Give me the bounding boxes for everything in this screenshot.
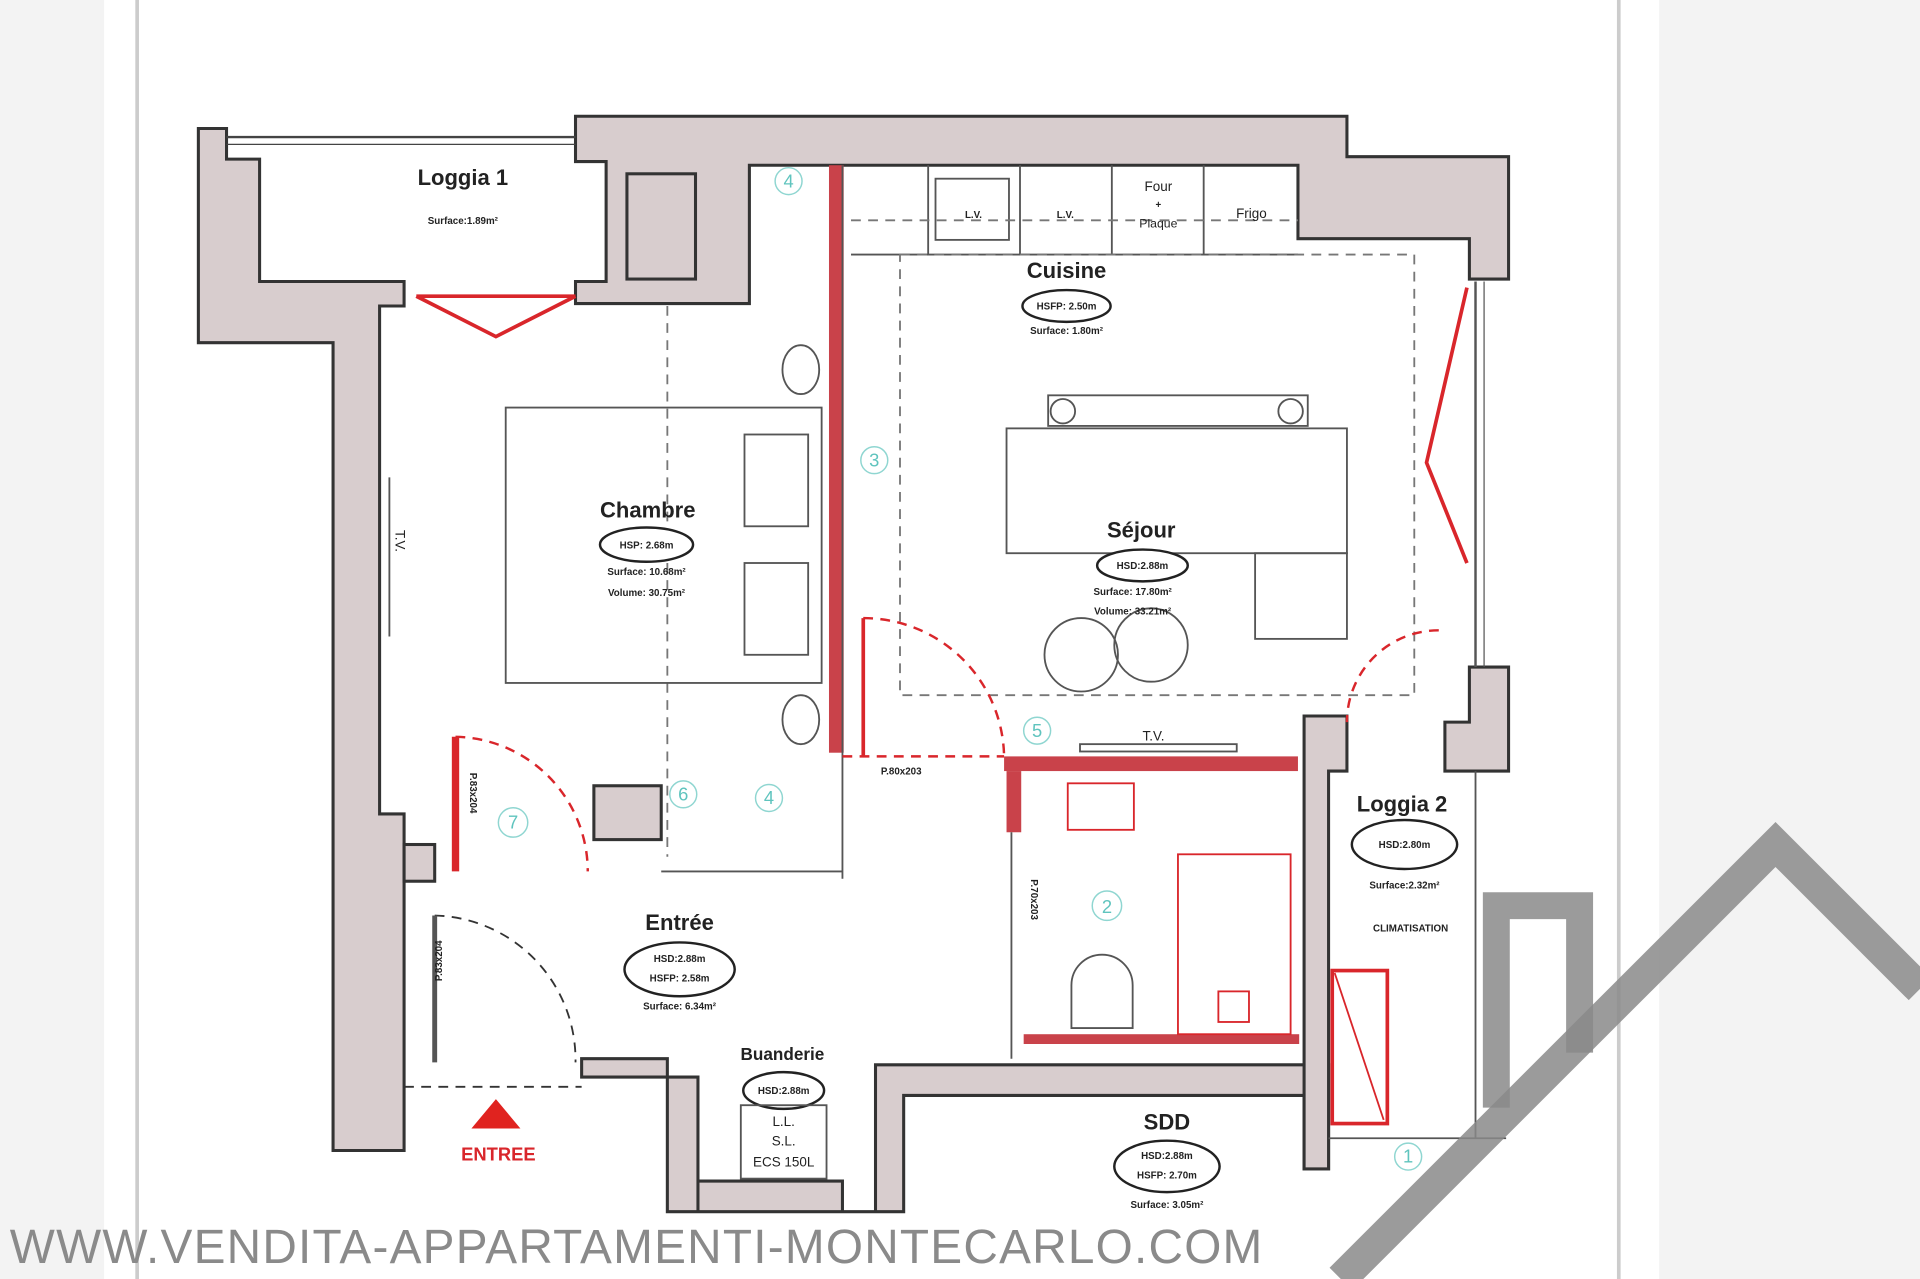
door-entree <box>434 914 577 1063</box>
entree-name: Entrée <box>645 910 714 935</box>
sdd-height2: HSFP: 2.70m <box>1137 1171 1197 1182</box>
entrance-arrow-icon <box>471 1099 521 1129</box>
loggia2-surface: Surface:2.32m² <box>1369 881 1440 892</box>
kitchen-dishwasher-label: L.V. <box>1057 210 1074 221</box>
door-sejour-label: P.80x203 <box>881 767 922 778</box>
door-sdd-label: P.70x203 <box>1028 879 1039 920</box>
sdd-surface: Surface: 3.05m² <box>1131 1200 1205 1211</box>
buanderie-item: L.L. <box>772 1114 794 1129</box>
chambre-surface: Surface: 10.68m² <box>607 567 686 578</box>
cuisine-height: HSFP: 2.50m <box>1037 302 1097 313</box>
tv-label-chambre: T.V. <box>393 530 408 552</box>
sejour-volume: Volume: 33.21m² <box>1094 606 1172 617</box>
loggia1-surface: Surface:1.89m² <box>428 216 499 227</box>
fridge-label: Frigo <box>1236 206 1267 221</box>
sejour-name: Séjour <box>1107 517 1176 542</box>
door-loggia2 <box>1345 629 1439 723</box>
loggia2-name: Loggia 2 <box>1357 791 1448 816</box>
sdd-height1: HSD:2.88m <box>1141 1151 1193 1162</box>
entree-height2: HSFP: 2.58m <box>650 974 710 985</box>
buanderie-item: ECS 150L <box>753 1154 815 1169</box>
door-sejour <box>863 616 1006 757</box>
markers: 1 2 3 4 4 5 6 7 <box>497 166 1423 1171</box>
buanderie-name: Buanderie <box>741 1044 825 1064</box>
chambre-name: Chambre <box>600 498 695 523</box>
marker-4b: 4 <box>764 787 774 808</box>
marker-4: 4 <box>783 170 793 191</box>
watermark-logo <box>1329 822 1920 1279</box>
watermark-text: WWW.VENDITA-APPARTAMENTI-MONTECARLO.COM <box>10 1221 1264 1274</box>
marker-7: 7 <box>508 812 518 833</box>
entree-surface: Surface: 6.34m² <box>643 1002 717 1013</box>
tv-label: T.V. <box>1142 728 1164 743</box>
sejour-height: HSD:2.88m <box>1117 561 1169 572</box>
marker-6: 6 <box>678 783 688 804</box>
marker-5: 5 <box>1032 720 1042 741</box>
buanderie-height: HSD:2.88m <box>758 1086 810 1097</box>
oven-label: Four <box>1145 179 1173 194</box>
chambre-volume: Volume: 30.75m² <box>608 588 686 599</box>
sejour-surface: Surface: 17.80m² <box>1093 587 1172 598</box>
kitchen-sink-label: L.V. <box>965 210 982 221</box>
window-loggia1 <box>415 294 577 339</box>
marker-1: 1 <box>1403 1146 1413 1167</box>
buanderie-item: S.L. <box>772 1134 796 1149</box>
window-sejour <box>1424 287 1469 564</box>
entree-height1: HSD:2.88m <box>654 954 706 965</box>
door-chambre <box>455 735 589 872</box>
cuisine-name: Cuisine <box>1027 258 1107 283</box>
walls <box>196 114 1511 1214</box>
marker-2: 2 <box>1102 896 1112 917</box>
cuisine-surface: Surface: 1.80m² <box>1030 326 1104 337</box>
loggia2-note: CLIMATISATION <box>1373 923 1448 934</box>
room-labels: Loggia 1 Surface:1.89m² Cuisine HSFP: 2.… <box>418 165 1459 1211</box>
loggia2-height: HSD:2.80m <box>1379 840 1431 851</box>
loggia1-name: Loggia 1 <box>418 165 509 190</box>
hob-label: Plaque <box>1139 217 1177 231</box>
oven-plus: + <box>1156 200 1162 211</box>
door-chambre-label: P.83x204 <box>467 773 478 814</box>
chambre-height: HSP: 2.68m <box>620 540 674 551</box>
entrance-label: ENTREE <box>461 1143 535 1164</box>
marker-3: 3 <box>869 449 879 470</box>
sdd-name: SDD <box>1144 1110 1190 1135</box>
door-entree-label: P.83x204 <box>434 940 445 981</box>
red-wall <box>828 165 844 753</box>
